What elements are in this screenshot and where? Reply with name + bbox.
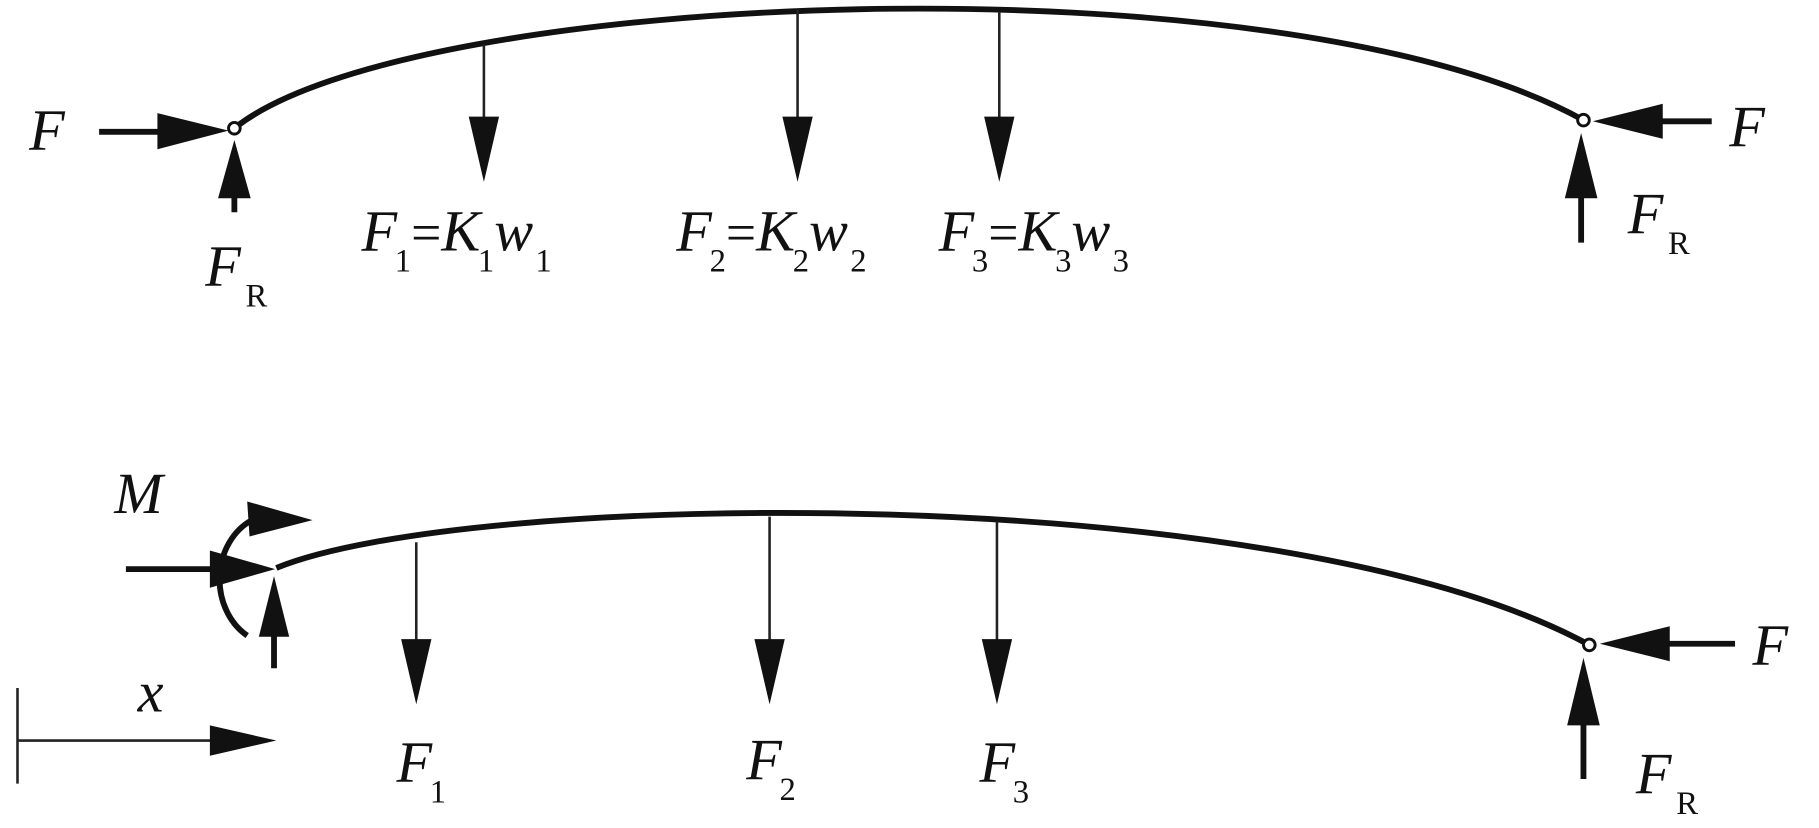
bottom-right-pin [1582, 637, 1597, 653]
bottom-left-reaction-arrow [258, 576, 290, 669]
top-left-axial-arrow [99, 113, 229, 150]
bottom-load-label-3: F3 [978, 729, 1029, 810]
bottom-diagram: M F1 F2 F3 [16, 461, 1790, 822]
top-load-arrow-2 [782, 9, 813, 182]
x-axis-label: x [137, 659, 164, 724]
bottom-right-axial-arrow [1599, 626, 1736, 662]
top-right-reaction-arrow [1564, 132, 1598, 243]
x-axis-arrow [16, 688, 277, 784]
top-left-force-label: F [28, 97, 66, 162]
top-right-pin [1576, 112, 1591, 128]
bottom-load-arrow-3 [981, 521, 1013, 705]
bottom-right-reaction-arrow [1567, 657, 1600, 780]
top-left-pin [227, 120, 242, 136]
top-load-label-2: F2=K2w2 [675, 199, 866, 280]
bottom-left-axial-arrow [125, 550, 276, 588]
top-load-label-1: F1=K1w1 [360, 199, 551, 280]
top-beam-curve [232, 5, 1585, 131]
top-right-axial-arrow [1592, 103, 1712, 139]
bottom-right-force-label: F [1752, 613, 1790, 678]
bottom-load-label-2: F2 [745, 727, 796, 808]
top-right-force-label: F [1728, 94, 1766, 159]
moment-label: M [113, 461, 166, 526]
top-left-reaction-arrow [218, 139, 251, 213]
bottom-load-arrow-1 [401, 542, 432, 705]
bottom-load-label-1: F1 [395, 729, 446, 810]
bottom-load-arrow-2 [754, 516, 785, 705]
bottom-beam-curve [275, 510, 1591, 648]
top-load-label-3: F3=K3w3 [938, 199, 1129, 280]
top-load-arrow-3 [984, 11, 1015, 182]
top-load-arrow-1 [468, 44, 500, 182]
